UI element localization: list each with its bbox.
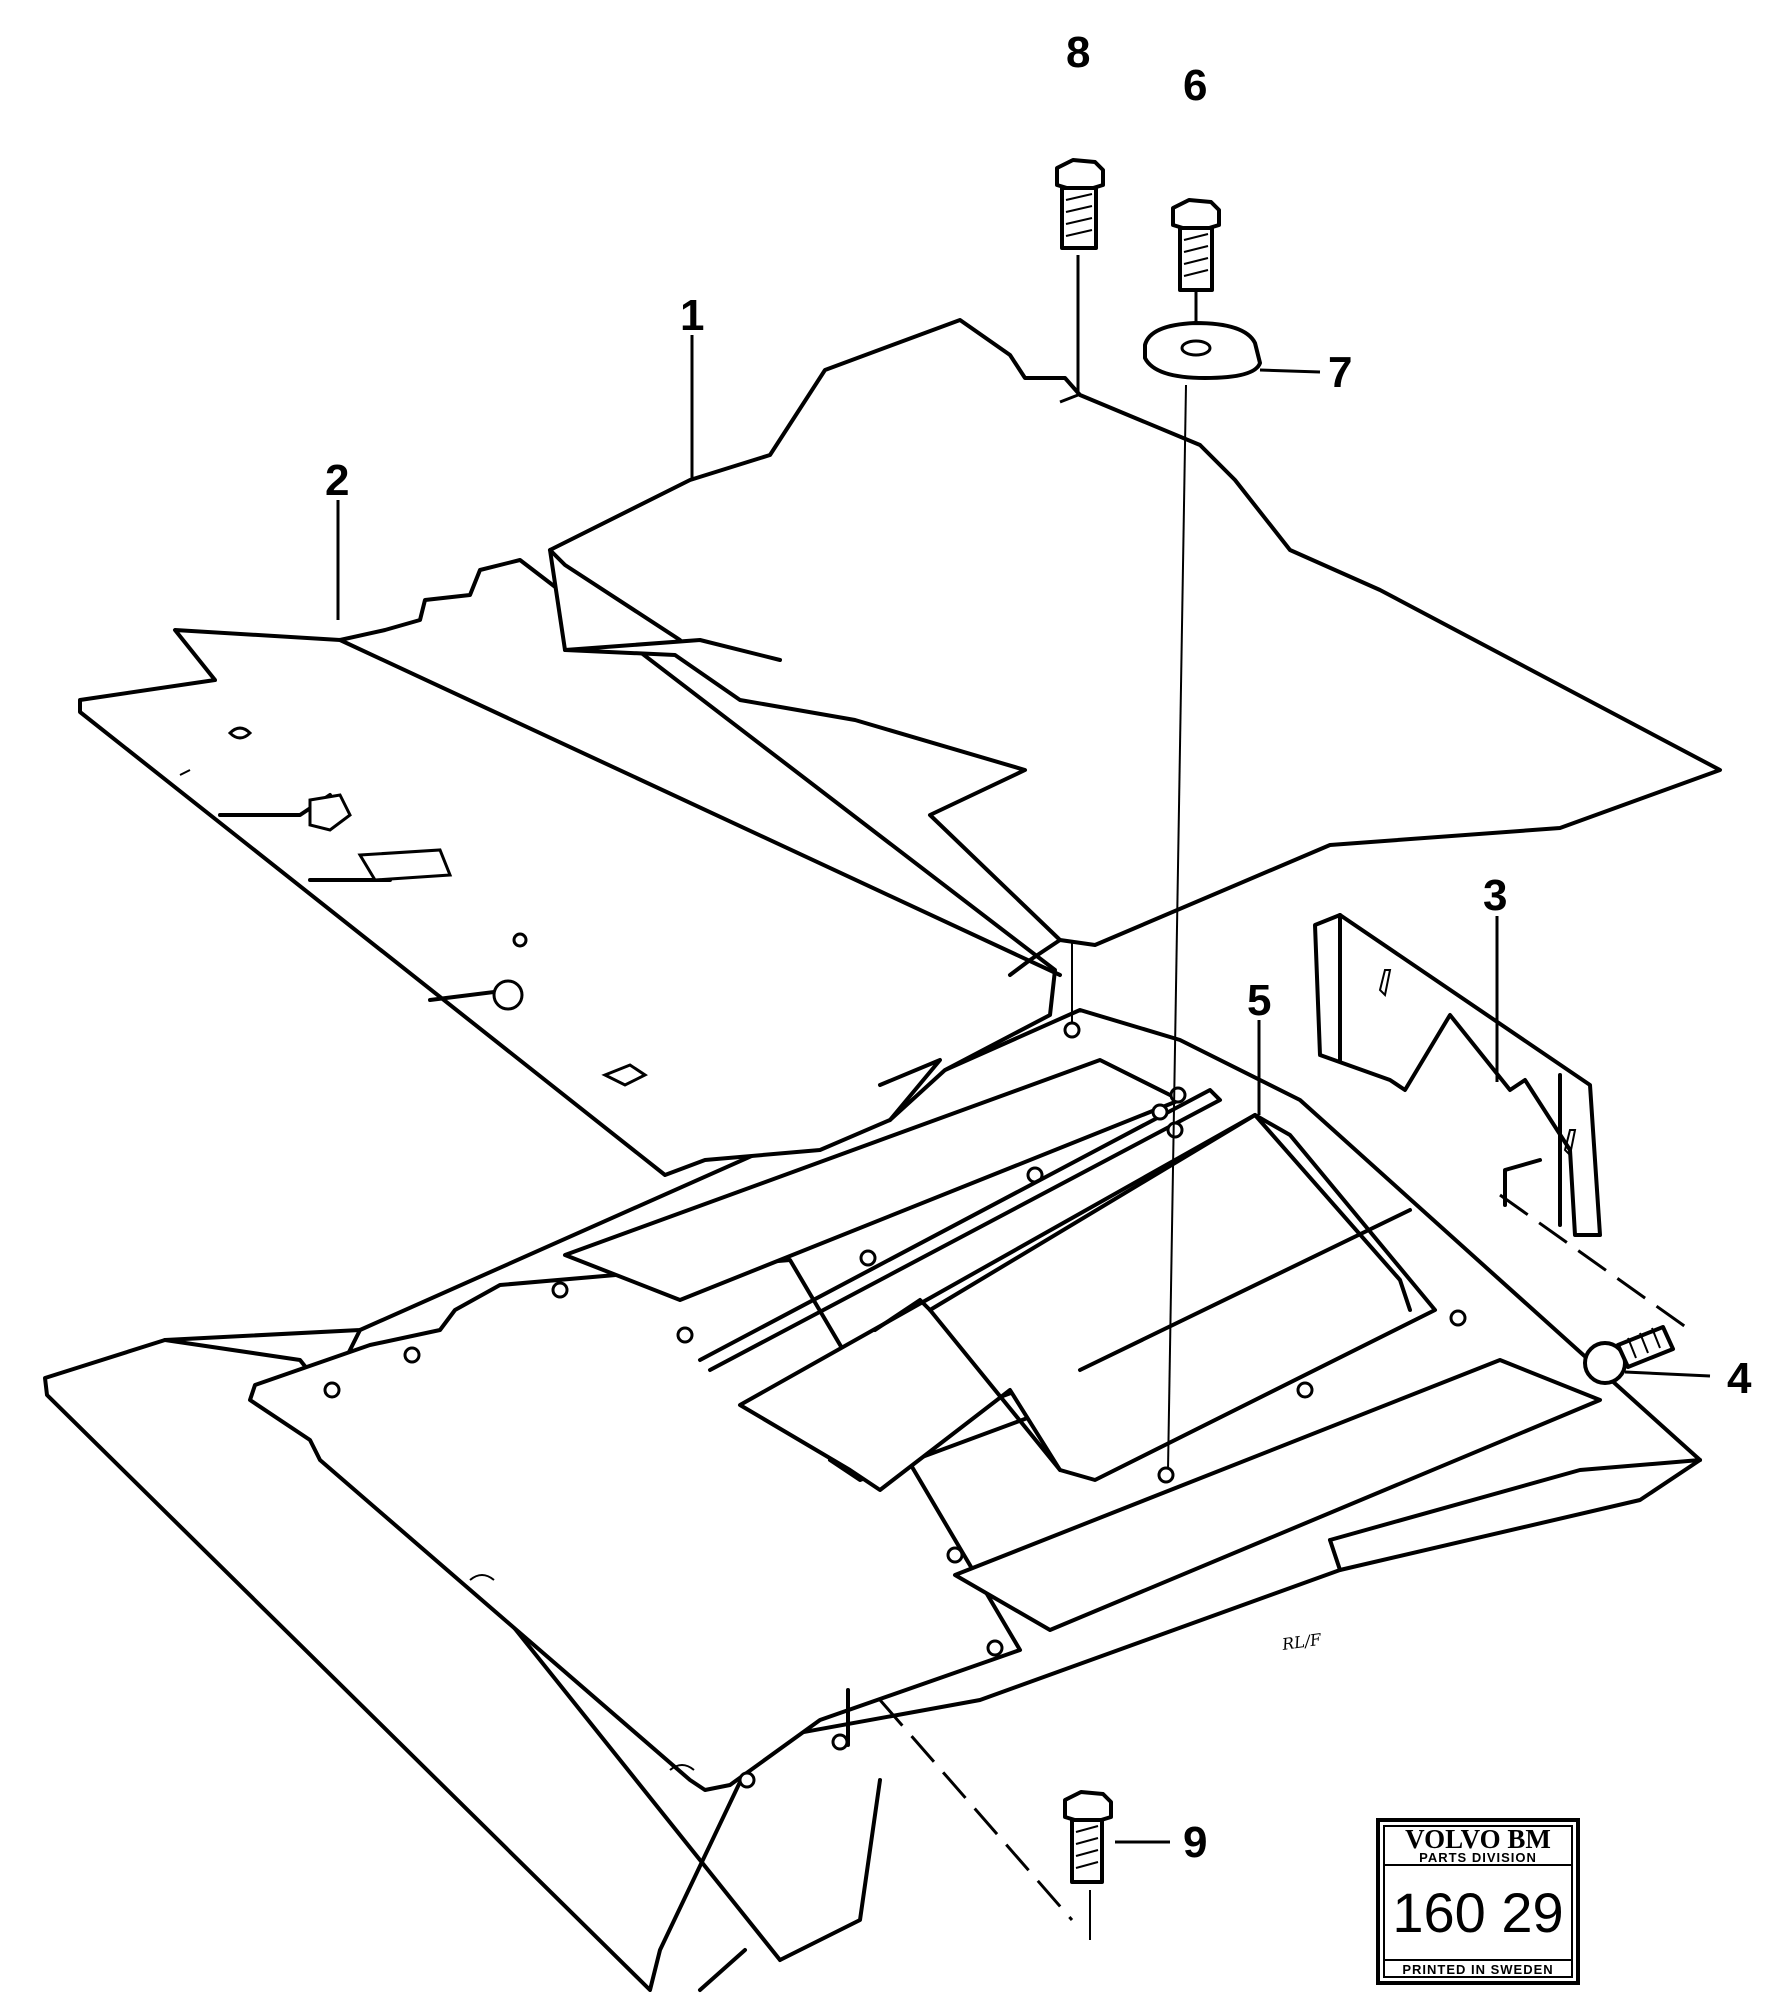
callout-2: 2 [325,456,349,505]
base-hole-8 [1063,1021,1081,1039]
side-panel-part-3 [1313,913,1602,1237]
tunnel-cover-part-5 [698,1088,1437,1492]
callout-6: 6 [1183,61,1207,110]
washer-part-7 [1143,321,1321,380]
floor-mat-part-1 [548,318,1722,977]
stamp-printed: PRINTED IN SWEDEN [1402,1962,1553,1977]
drafter-initials: RL/F [1280,1630,1323,1655]
callout-8: 8 [1066,28,1090,77]
stamp-brand: VOLVO BM [1405,1824,1551,1854]
stamp-division: PARTS DIVISION [1419,1850,1537,1865]
dashed-line-4 [1499,1193,1691,1332]
dashed-line-9 [878,1699,1074,1921]
bolt-part-8 [1055,158,1105,404]
dashed-line-4-end [1503,1158,1542,1207]
callout-5: 5 [1247,976,1271,1025]
base-hole-6 [1157,1466,1175,1484]
callout-7: 7 [1328,348,1352,397]
alignment-line-6 [1167,384,1187,1471]
callout-1: 1 [680,291,704,340]
bolt-part-6 [1171,198,1221,330]
stamp-number: 160 29 [1392,1881,1563,1944]
screw-part-4 [1583,1325,1711,1385]
bolt-part-9 [1063,1790,1170,1884]
callout-4: 4 [1727,1354,1752,1403]
callout-3: 3 [1483,871,1507,920]
volvo-bm-stamp: VOLVO BM PARTS DIVISION 160 29 PRINTED I… [1376,1818,1580,1985]
callout-9: 9 [1183,1818,1207,1867]
floor-mat-part-2 [78,558,1062,1177]
